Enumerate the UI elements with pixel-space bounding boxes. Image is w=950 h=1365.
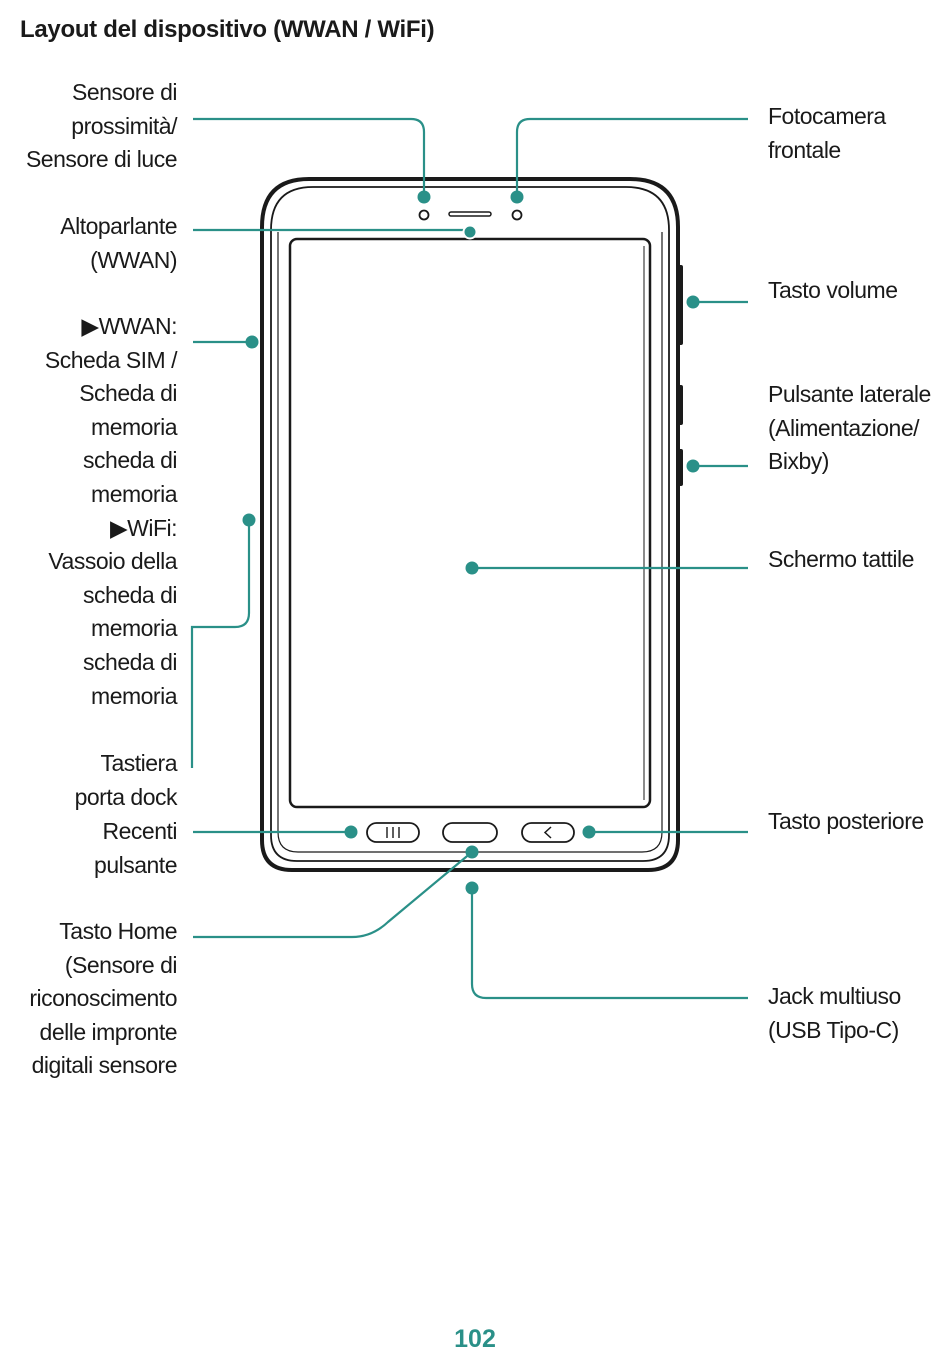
dot-proximity — [417, 190, 431, 204]
label-usb-jack: Jack multiuso (USB Tipo-C) — [768, 983, 901, 1043]
earpiece-speaker-slot — [448, 211, 492, 217]
page-number: 102 — [454, 1325, 496, 1353]
label-recent-button: Recenti pulsante — [94, 818, 177, 878]
dot-home — [465, 845, 479, 859]
label-volume-key: Tasto volume — [768, 277, 898, 303]
dot-volume — [686, 295, 700, 309]
dot-front-camera — [510, 190, 524, 204]
callout-lines — [190, 117, 748, 1000]
recent-key-outline — [366, 822, 420, 843]
label-proximity-sensor: Sensore di prossimità/ Sensore di luce — [25, 79, 178, 173]
back-key-outline — [521, 822, 575, 843]
label-home-key: Tasto Home (Sensore di riconoscimento de… — [29, 918, 177, 1079]
label-side-button: Pulsante laterale (Alimentazione/ Bixby) — [768, 381, 931, 475]
front-camera-lens — [511, 209, 523, 221]
tablet-outer-outline — [260, 177, 680, 872]
recent-apps-icon — [366, 822, 420, 843]
side-key — [677, 385, 683, 425]
proximity-sensor-hole — [418, 209, 430, 221]
tablet-inner-outline — [270, 186, 670, 862]
label-sim-tray: ▶WWAN: Scheda SIM / Scheda di memoria sc… — [44, 313, 178, 709]
dot-back — [582, 825, 596, 839]
leader-home — [193, 851, 473, 939]
page-title: Layout del dispositivo (WWAN / WiFi) — [20, 16, 435, 43]
tablet-bezel-line — [277, 232, 663, 853]
side-key-lower — [677, 449, 683, 486]
tablet-body — [260, 177, 680, 872]
dot-side-button — [686, 459, 700, 473]
touchscreen-panel — [288, 237, 652, 809]
label-front-camera: Fotocamera frontale — [768, 103, 886, 163]
label-touchscreen: Schermo tattile — [768, 546, 914, 572]
label-speaker: Altoparlante (WWAN) — [60, 213, 177, 273]
dot-usb — [465, 881, 479, 895]
leader-usb — [470, 888, 748, 1000]
dot-speaker — [462, 224, 478, 240]
label-back-key: Tasto posteriore — [768, 808, 924, 834]
leader-front-camera — [515, 117, 748, 197]
leader-proximity — [193, 117, 426, 197]
leader-sim-tray-wifi — [190, 520, 251, 768]
dot-sim-tray — [245, 335, 259, 349]
dot-sim-tray-wifi — [242, 513, 256, 527]
home-key-icon — [442, 822, 498, 843]
dot-recent — [344, 825, 358, 839]
back-chevron — [543, 826, 552, 839]
dot-touchscreen — [465, 561, 479, 575]
callout-dots — [242, 190, 700, 895]
side-keys — [677, 265, 683, 486]
label-dock-keyboard: Tastiera porta dock — [74, 750, 178, 810]
volume-key — [677, 265, 683, 345]
back-arrow-icon — [521, 822, 575, 843]
